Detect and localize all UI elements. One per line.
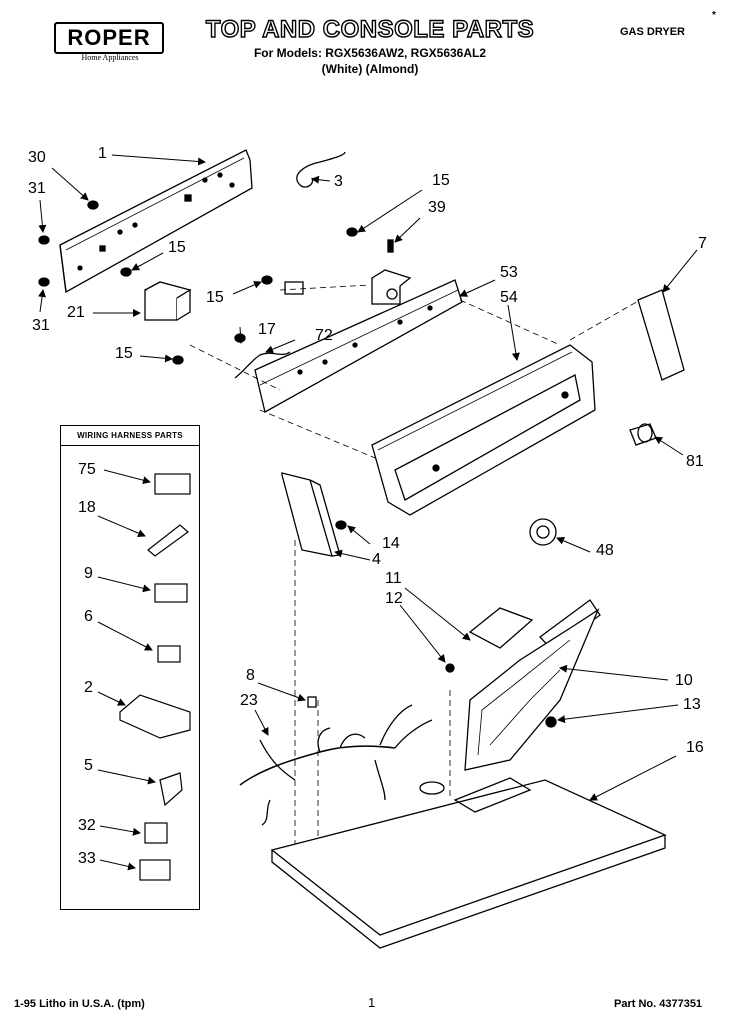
callout-8: 8: [246, 667, 255, 684]
callout-48: 48: [596, 542, 614, 559]
callout-31-bottom: 31: [32, 317, 50, 334]
callout-17: 17: [258, 321, 276, 338]
callout-11: 11: [385, 570, 402, 587]
asterisk-mark: *: [712, 10, 716, 21]
callout-53: 53: [500, 264, 518, 281]
colors-line: (White) (Almond): [321, 62, 419, 76]
page-title: TOP AND CONSOLE PARTS: [205, 15, 535, 43]
wiring-harness-divider: [60, 445, 200, 446]
callout-15-c: 15: [115, 345, 133, 362]
models-line: For Models: RGX5636AW2, RGX5636AL2: [253, 46, 487, 60]
callout-15-d: 15: [432, 172, 450, 189]
callout-72: 72: [315, 327, 333, 344]
harness-item-5: 5: [84, 757, 93, 774]
harness-item-32: 32: [78, 817, 96, 834]
brand-logo: ROPER: [54, 22, 164, 54]
callout-4: 4: [372, 551, 381, 568]
wiring-harness-box: [60, 425, 200, 910]
callout-23: 23: [240, 692, 258, 709]
callout-10: 10: [675, 672, 693, 689]
callout-16: 16: [686, 739, 704, 756]
callout-3: 3: [334, 173, 343, 190]
wiring-harness-title: WIRING HARNESS PARTS: [77, 431, 183, 440]
callout-14: 14: [382, 535, 400, 552]
brand-name: ROPER: [67, 25, 151, 50]
callout-7: 7: [698, 235, 707, 252]
callout-1: 1: [98, 145, 107, 162]
harness-item-6: 6: [84, 608, 93, 625]
callout-15-b: 15: [206, 289, 224, 306]
callout-39: 39: [428, 199, 446, 216]
callout-81: 81: [686, 453, 704, 470]
callout-30: 30: [28, 149, 46, 166]
harness-item-33: 33: [78, 850, 96, 867]
callout-31-top: 31: [28, 180, 46, 197]
dryer-type: GAS DRYER: [620, 26, 685, 38]
harness-item-2: 2: [84, 679, 93, 696]
callout-13: 13: [683, 696, 701, 713]
part-number: Part No. 4377351: [614, 998, 703, 1010]
rear-control-panel: [59, 149, 253, 294]
callout-15-a: 15: [168, 239, 186, 256]
harness-item-9: 9: [84, 565, 93, 582]
footer-litho: 1-95 Litho in U.S.A. (tpm): [14, 998, 145, 1010]
callout-12: 12: [385, 590, 403, 607]
callout-21: 21: [67, 304, 85, 321]
harness-item-75: 75: [78, 461, 96, 478]
harness-item-18: 18: [78, 499, 96, 516]
page-number: 1: [368, 995, 376, 1010]
brand-subtitle: Home Appliances: [81, 53, 139, 62]
callout-54: 54: [500, 289, 518, 306]
